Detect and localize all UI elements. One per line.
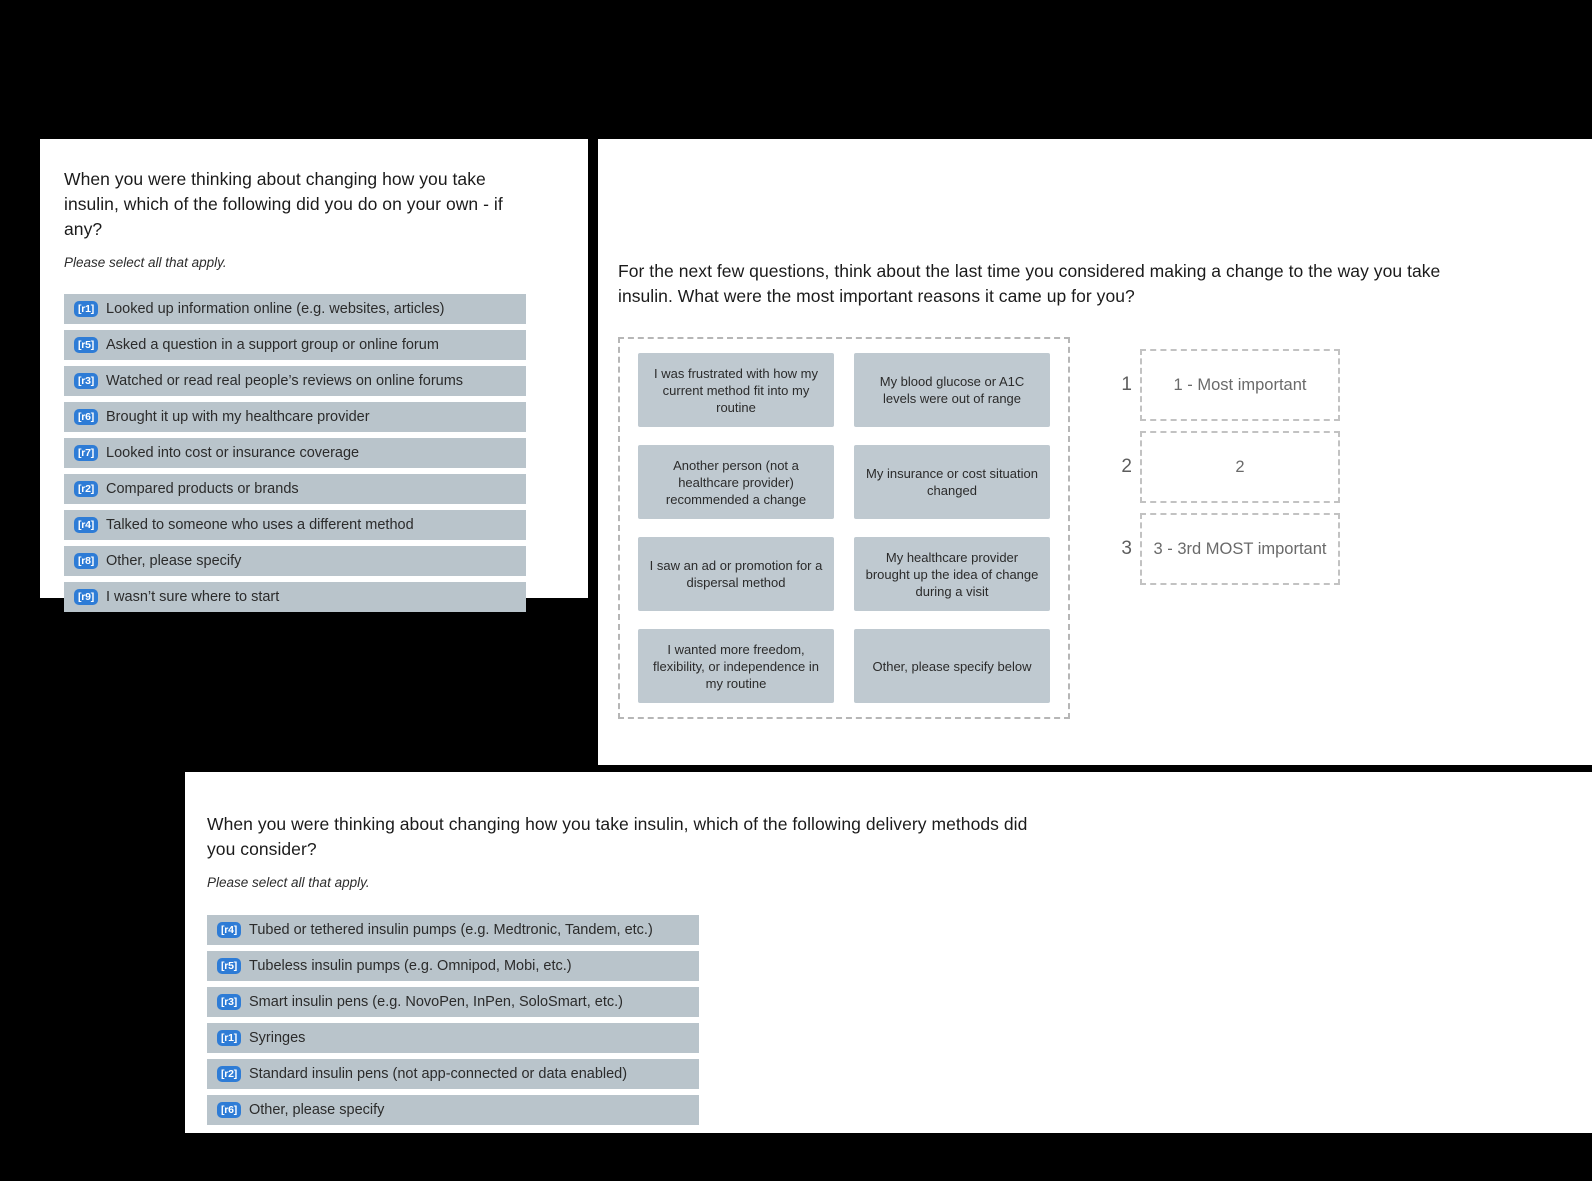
option-label: Standard insulin pens (not app-connected… [249,1066,628,1082]
option-code-badge: [r2] [217,1066,241,1082]
list-item[interactable]: [r4] Tubed or tethered insulin pumps (e.g… [207,915,699,945]
reason-card[interactable]: I wanted more freedom, flexibility, or i… [638,629,834,703]
list-item[interactable]: [r8] Other, please specify [64,546,526,576]
option-code-badge: [r9] [74,589,98,605]
option-label: Talked to someone who uses a different m… [106,517,414,533]
option-code-badge: [r5] [74,337,98,353]
list-item[interactable]: [r6] Other, please specify [207,1095,699,1125]
list-item[interactable]: [r1] Looked up information online (e.g. w… [64,294,526,324]
option-code-badge: [r5] [217,958,241,974]
list-item[interactable]: [r5] Asked a question in a support group … [64,330,526,360]
delivery-question-title: When you were thinking about changing ho… [207,814,1028,859]
rank-drop-slot[interactable]: 3 - 3rd MOST important [1140,513,1340,585]
list-item[interactable]: [r5] Tubeless insulin pumps (e.g. Omnipod… [207,951,699,981]
option-code-badge: [r4] [74,517,98,533]
rank-number: 2 [1121,456,1132,477]
option-label: Watched or read real people’s reviews on… [106,373,464,389]
reasons-question-title: For the next few questions, think about … [618,261,1441,306]
delivery-question-instruction: Please select all that apply. [207,875,370,890]
drag-source-reason-cards: I was frustrated with how my current met… [618,337,1070,719]
option-code-badge: [r3] [217,994,241,1010]
list-item[interactable]: [r9] I wasn’t sure where to start [64,582,526,612]
option-list-delivery-methods: [r4] Tubed or tethered insulin pumps (e.g… [207,915,699,1125]
panel-delivery-methods: When you were thinking about changing ho… [185,772,1592,1133]
panel-reasons-ranking: For the next few questions, think about … [598,139,1592,765]
rank-row: 3 3 - 3rd MOST important [1118,513,1340,585]
option-label: Compared products or brands [106,481,299,497]
reason-card[interactable]: Another person (not a healthcare provide… [638,445,834,519]
option-label: Other, please specify [106,553,242,569]
option-code-badge: [r2] [74,481,98,497]
option-code-badge: [r3] [74,373,98,389]
option-code-badge: [r7] [74,445,98,461]
list-item[interactable]: [r2] Standard insulin pens (not app-conne… [207,1059,699,1089]
reason-card[interactable]: My insurance or cost situation changed [854,445,1050,519]
reason-card[interactable]: Other, please specify below [854,629,1050,703]
rank-number: 3 [1121,538,1132,559]
list-item[interactable]: [r3] Smart insulin pens (e.g. NovoPen, In… [207,987,699,1017]
list-item[interactable]: [r2] Compared products or brands [64,474,526,504]
rank-drop-slot[interactable]: 2 [1140,431,1340,503]
list-item[interactable]: [r7] Looked into cost or insurance covera… [64,438,526,468]
option-code-badge: [r6] [217,1102,241,1118]
rank-number: 1 [1121,374,1132,395]
option-label: Tubed or tethered insulin pumps (e.g. Me… [249,922,653,938]
option-label: Looked into cost or insurance coverage [106,445,360,461]
option-code-badge: [r1] [217,1030,241,1046]
option-label: Syringes [249,1030,306,1046]
reason-card[interactable]: I was frustrated with how my current met… [638,353,834,427]
list-item[interactable]: [r3] Watched or read real people’s review… [64,366,526,396]
rank-row: 1 1 - Most important [1118,349,1340,421]
panel-methods-done-on-own: When you were thinking about changing ho… [40,139,588,612]
option-label: Brought it up with my healthcare provide… [106,409,370,425]
option-label: Smart insulin pens (e.g. NovoPen, InPen,… [249,994,623,1010]
option-label: Tubeless insulin pumps (e.g. Omnipod, Mo… [249,958,572,974]
option-label: Other, please specify [249,1102,385,1118]
option-label: Asked a question in a support group or o… [106,337,439,353]
rank-drop-slot[interactable]: 1 - Most important [1140,349,1340,421]
list-item[interactable]: [r4] Talked to someone who uses a differe… [64,510,526,540]
list-item[interactable]: [r6] Brought it up with my healthcare pro… [64,402,526,432]
reason-card[interactable]: My healthcare provider brought up the id… [854,537,1050,611]
list-item[interactable]: [r1] Syringes [207,1023,699,1053]
option-code-badge: [r1] [74,301,98,317]
option-code-badge: [r4] [217,922,241,938]
question-instruction: Please select all that apply. [64,255,227,270]
reason-card[interactable]: My blood glucose or A1C levels were out … [854,353,1050,427]
option-code-badge: [r6] [74,409,98,425]
option-list-methods-own: [r1] Looked up information online (e.g. w… [64,294,526,612]
option-label: I wasn’t sure where to start [106,589,280,605]
page-title: When you were thinking about changing ho… [64,169,503,239]
reason-card[interactable]: I saw an ad or promotion for a dispersal… [638,537,834,611]
option-label: Looked up information online (e.g. websi… [106,301,445,317]
option-code-badge: [r8] [74,553,98,569]
